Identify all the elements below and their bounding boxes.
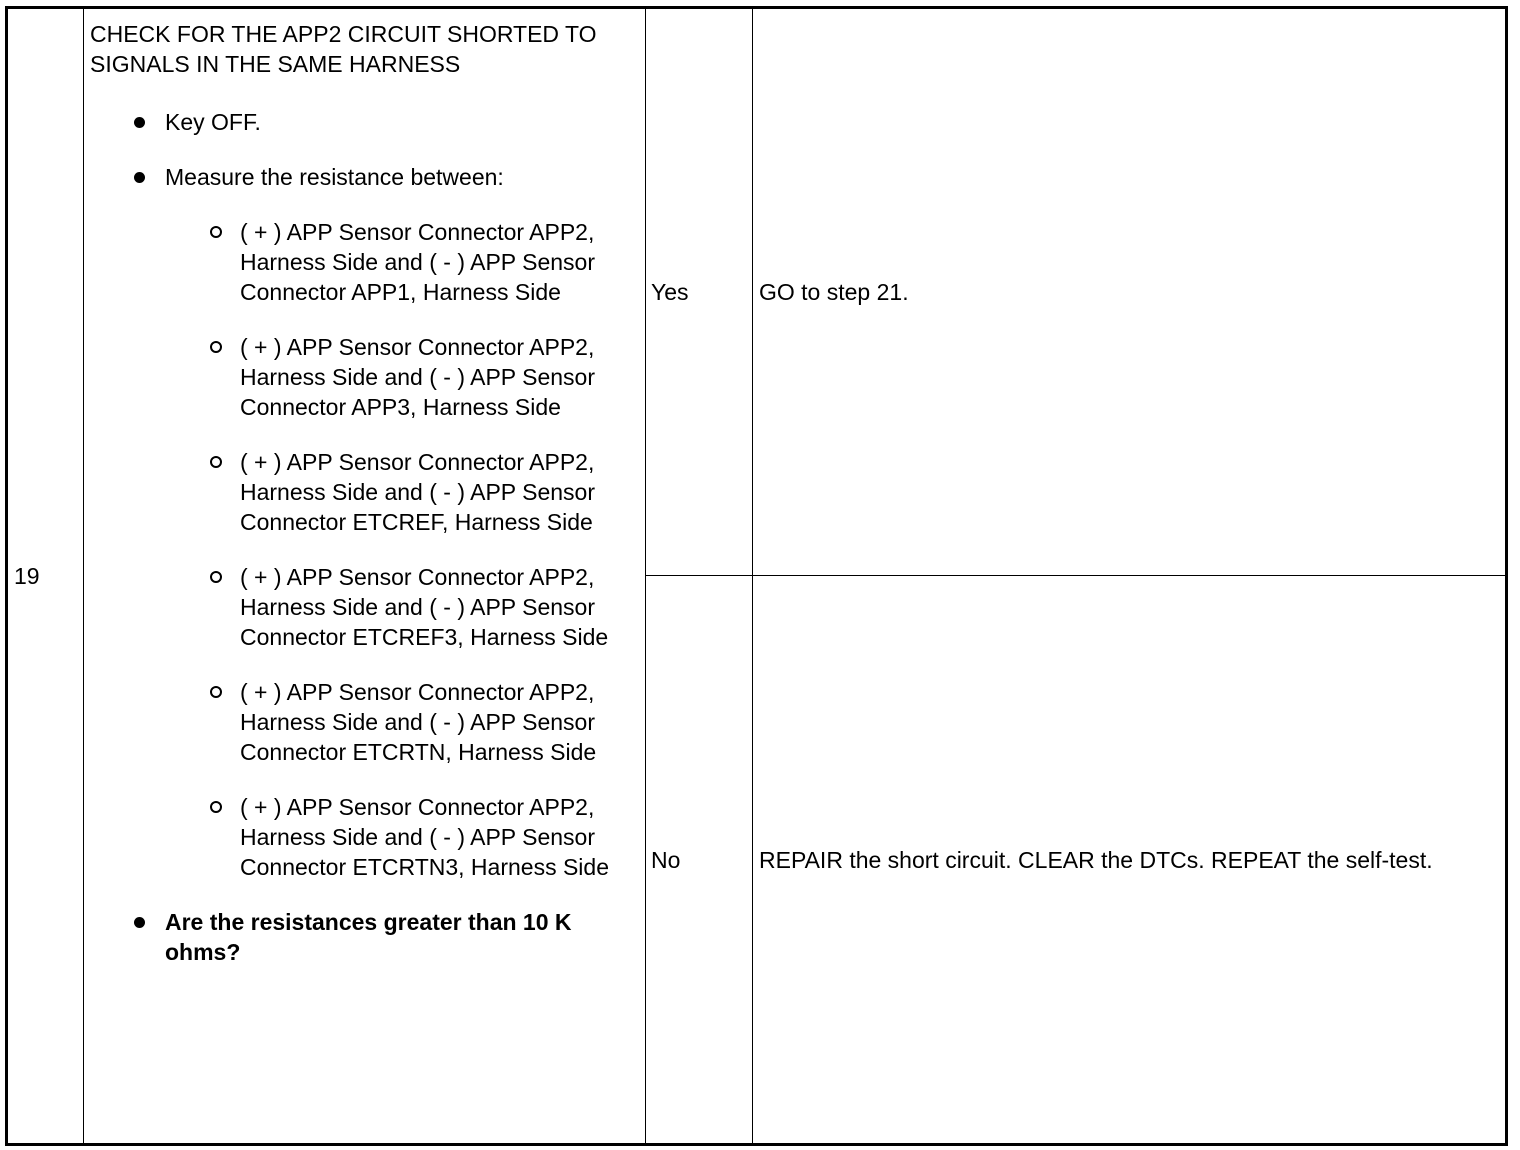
measurement-list: ( + ) APP Sensor Connector APP2, Harness… (165, 217, 615, 882)
action-bullet-list: Key OFF. Measure the resistance between:… (90, 107, 615, 967)
next-action-yes: GO to step 21. (752, 7, 1507, 576)
step-question: Are the resistances greater than 10 K oh… (134, 907, 615, 967)
result-no: No (645, 575, 753, 1145)
result-yes: Yes (645, 7, 753, 576)
measurement-item: ( + ) APP Sensor Connector APP2, Harness… (210, 447, 615, 537)
table-row: 19 CHECK FOR THE APP2 CIRCUIT SHORTED TO… (6, 7, 1507, 1145)
measure-instruction: Measure the resistance between: (165, 164, 504, 190)
measurement-item: ( + ) APP Sensor Connector APP2, Harness… (210, 217, 615, 307)
step-heading: CHECK FOR THE APP2 CIRCUIT SHORTED TO SI… (90, 21, 597, 77)
list-item: Measure the resistance between: ( + ) AP… (134, 162, 615, 882)
measurement-item: ( + ) APP Sensor Connector APP2, Harness… (210, 332, 615, 422)
list-item: Key OFF. (134, 107, 615, 137)
step-action-cell: CHECK FOR THE APP2 CIRCUIT SHORTED TO SI… (83, 7, 646, 1145)
measurement-item: ( + ) APP Sensor Connector APP2, Harness… (210, 677, 615, 767)
measurement-item: ( + ) APP Sensor Connector APP2, Harness… (210, 792, 615, 882)
next-action-no: REPAIR the short circuit. CLEAR the DTCs… (752, 575, 1507, 1145)
table-row: No REPAIR the short circuit. CLEAR the D… (7, 575, 1507, 1145)
step-number: 19 (6, 7, 84, 1145)
measurement-item: ( + ) APP Sensor Connector APP2, Harness… (210, 562, 615, 652)
diagnostic-step-table: 19 CHECK FOR THE APP2 CIRCUIT SHORTED TO… (5, 6, 1508, 1146)
